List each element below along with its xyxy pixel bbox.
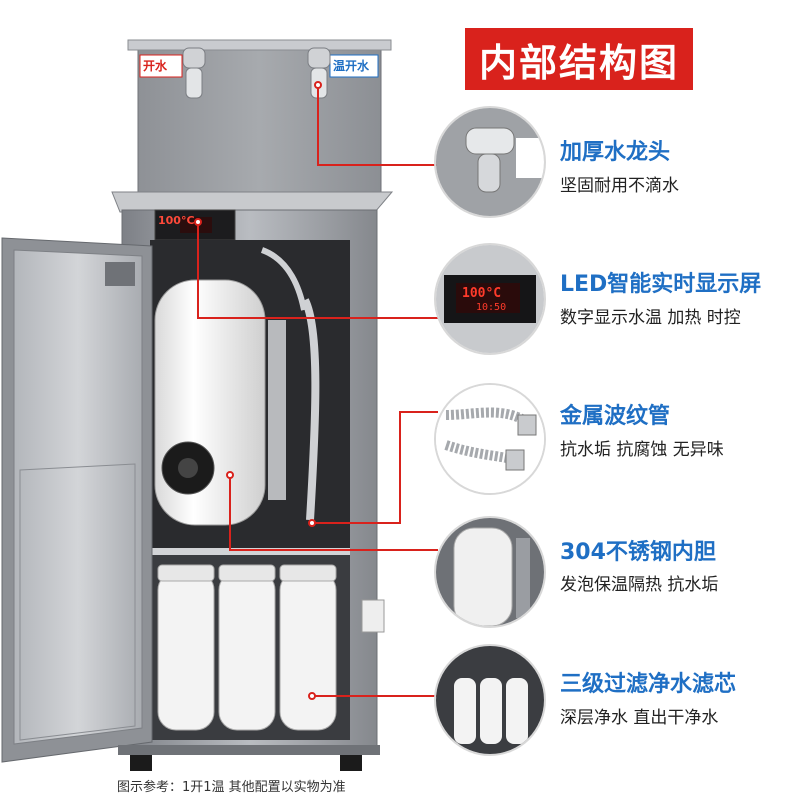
faucet-icon: [436, 108, 544, 216]
filter-cartridge-icon: [436, 646, 544, 754]
cabinet-door: [1, 237, 153, 763]
feature-heading-faucet: 加厚水龙头: [560, 140, 671, 165]
warm-faucet-label: 温开水: [333, 59, 370, 73]
metal-hose-thumbnail: [434, 383, 546, 495]
svg-text:10:50: 10:50: [476, 302, 506, 313]
callout-lines: [197, 85, 438, 697]
steel-tank-thumbnail: [434, 516, 546, 628]
svg-text:100°C: 100°C: [462, 286, 501, 301]
display-temp-reading: 100°C: [158, 214, 195, 227]
reference-caption: 图示参考：1开1温 其他配置以实物为准: [117, 780, 346, 795]
led-display-icon: 100°C 10:50: [436, 245, 544, 353]
steel-tank-icon: [436, 518, 544, 626]
feature-sub-faucet: 坚固耐用不滴水: [560, 176, 679, 196]
feature-sub-filter: 深层净水 直出干净水: [560, 708, 719, 728]
feature-sub-tank: 发泡保温隔热 抗水垢: [560, 575, 719, 595]
feature-heading-led: LED智能实时显示屏: [560, 272, 762, 297]
feature-sub-hose: 抗水垢 抗腐蚀 无异味: [560, 440, 724, 460]
filter-cartridges: [157, 564, 337, 731]
metal-hose-icon: [436, 385, 544, 493]
hot-faucet-label: 开水: [143, 59, 168, 73]
feature-heading-filter: 三级过滤净水滤芯: [560, 672, 737, 697]
hot-faucet: [182, 47, 206, 99]
feature-sub-led: 数字显示水温 加热 时控: [560, 308, 741, 328]
led-display-thumbnail: 100°C 10:50: [434, 243, 546, 355]
feature-heading-tank: 304不锈钢内胆: [560, 540, 716, 565]
filter-cartridge-thumbnail: [434, 644, 546, 756]
page-title: 内部结构图: [465, 28, 693, 90]
faucet-thumbnail: [434, 106, 546, 218]
feature-heading-hose: 金属波纹管: [560, 404, 671, 429]
